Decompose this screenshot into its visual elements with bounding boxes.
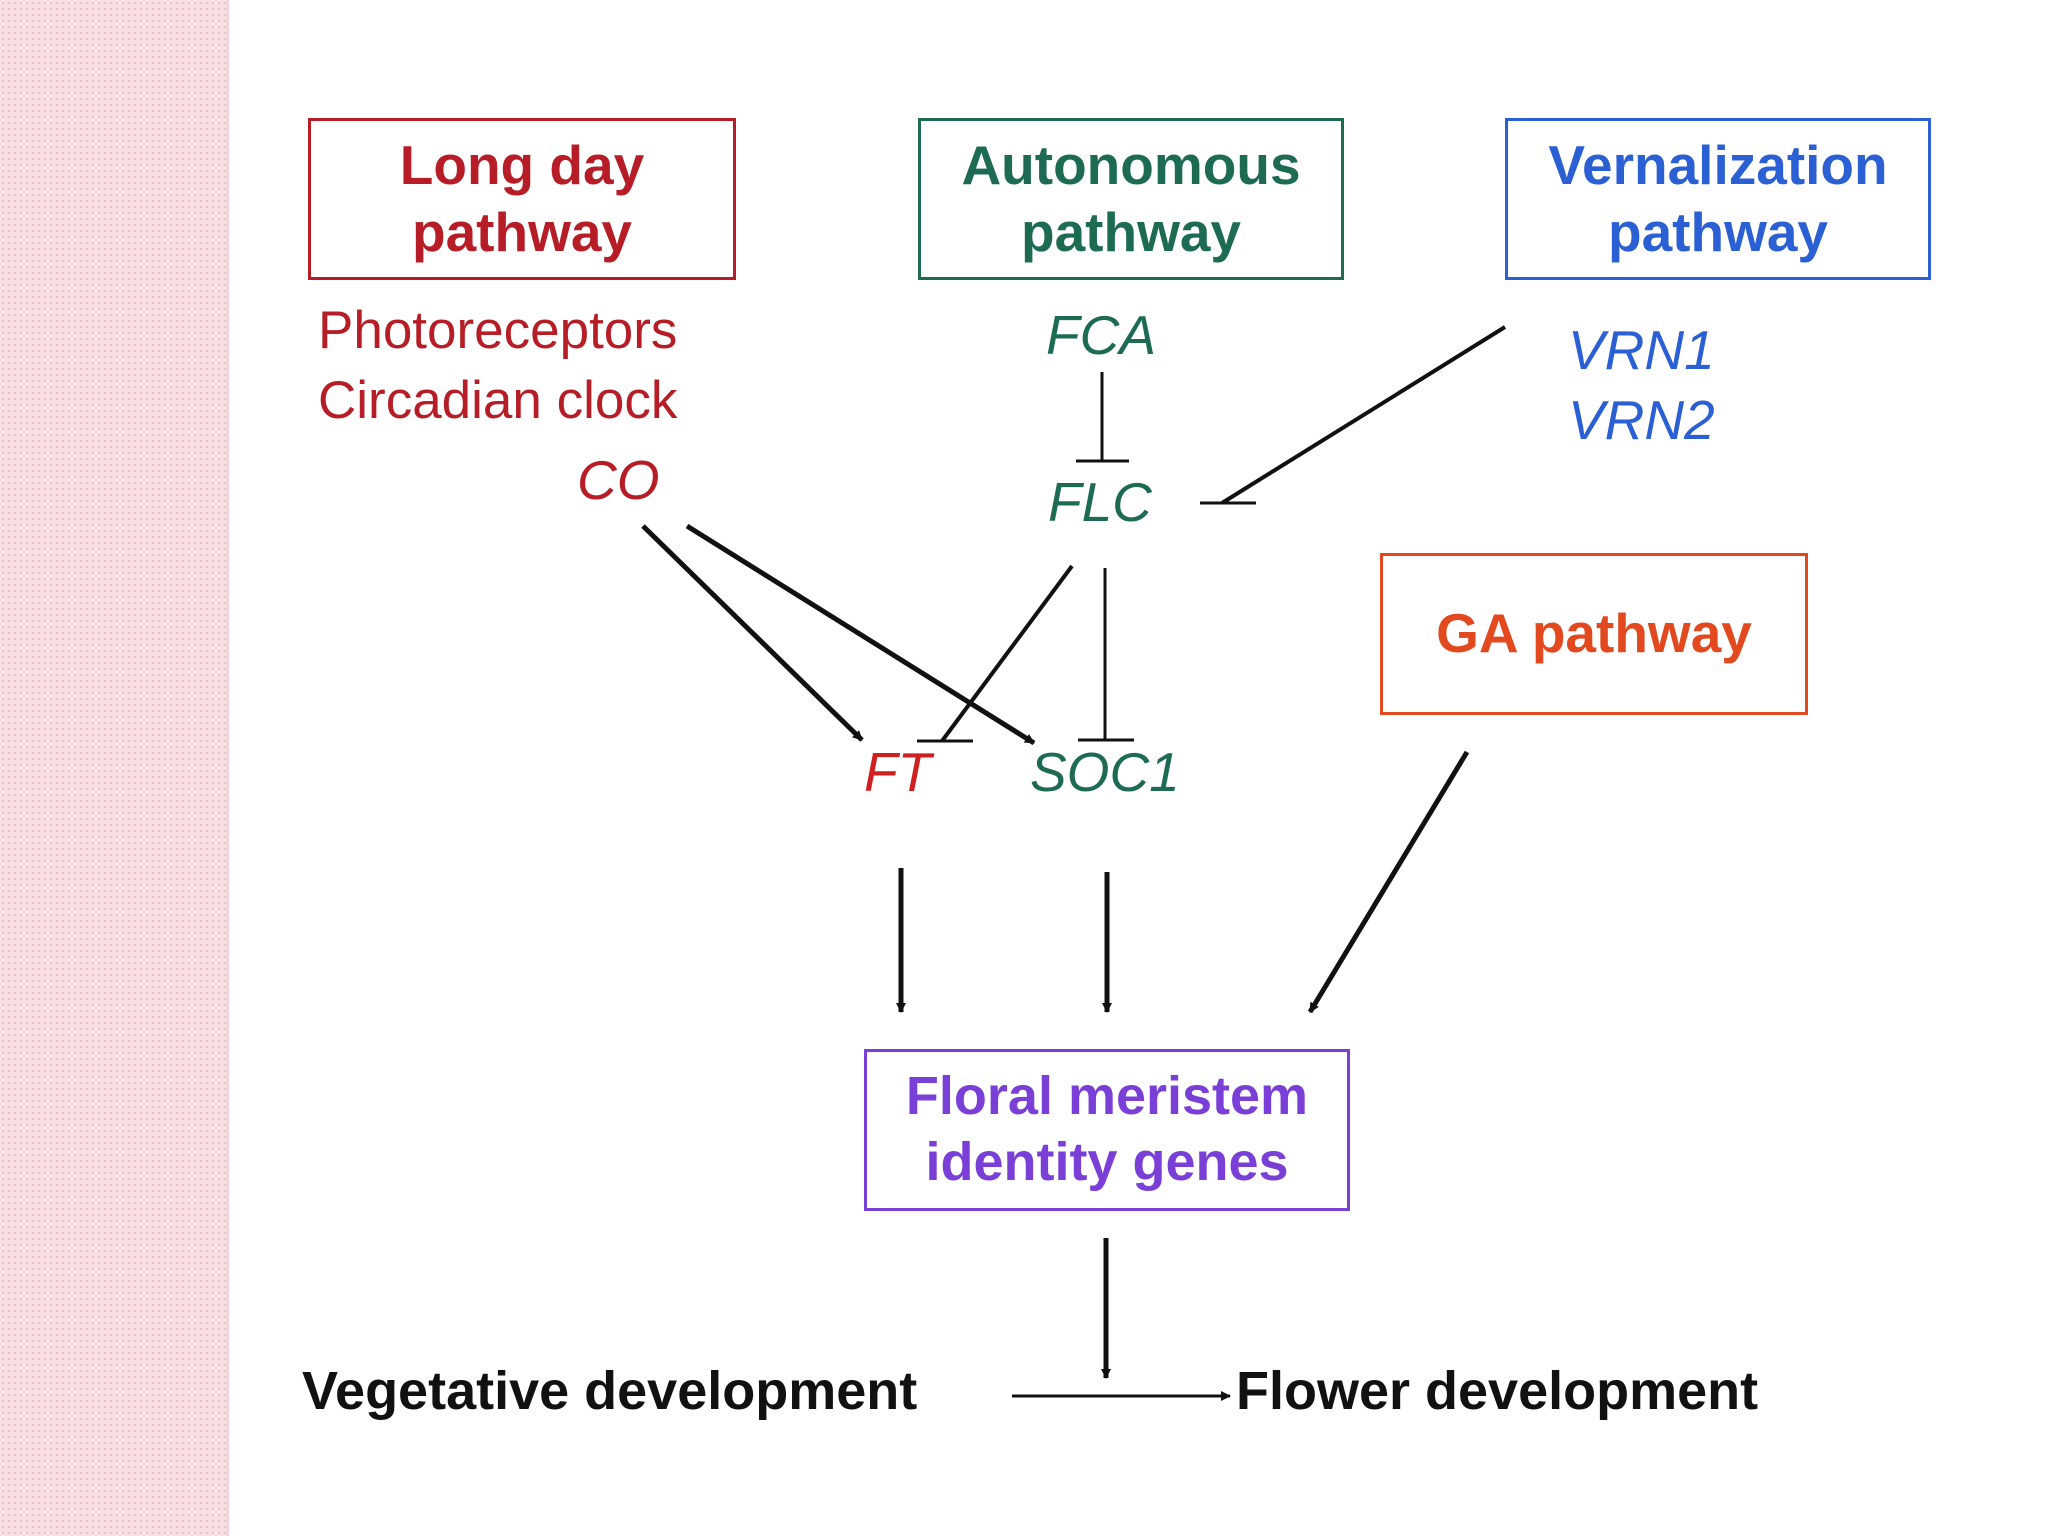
flc-gene-label: FLC (1048, 471, 1152, 533)
autonomous-pathway-box: Autonomous pathway (918, 118, 1344, 280)
photoreceptors-label: Photoreceptors (318, 301, 678, 360)
vernalization-pathway-title-line1: Vernalization (1548, 133, 1888, 196)
vegetative-development-label: Vegetative development (302, 1361, 918, 1421)
ga-pathway-box: GA pathway (1380, 553, 1808, 715)
flc-represses-ft-line (940, 564, 1074, 743)
circadian-clock-label: Circadian clock (318, 371, 678, 430)
ft-gene-label: FT (864, 741, 932, 803)
long-day-pathway-box: Long day pathway (308, 118, 736, 280)
flower-development-label: Flower development (1236, 1361, 1759, 1421)
ga-pathway-title: GA pathway (1436, 602, 1752, 665)
co-to-soc1-arrow (685, 523, 1036, 746)
floral-meristem-title-line2: identity genes (925, 1132, 1289, 1192)
side-strip-edge (227, 0, 229, 1536)
autonomous-pathway-title-line2: pathway (1020, 201, 1242, 263)
decorative-side-strip (0, 0, 227, 1536)
floral-meristem-title-line1: Floral meristem (905, 1066, 1309, 1127)
long-day-pathway-title-line2: pathway (411, 201, 633, 263)
vrn1-gene-label: VRN1 (1568, 319, 1715, 381)
vrn2-gene-label: VRN2 (1568, 389, 1715, 451)
ga-to-floral-meristem-arrow (1307, 750, 1470, 1014)
floral-meristem-identity-genes-box: Floral meristem identity genes (864, 1049, 1350, 1211)
long-day-pathway-title-line1: Long day (399, 133, 645, 196)
co-gene-label: CO (577, 449, 660, 511)
vernalization-represses-flc-line (1220, 325, 1507, 505)
co-to-ft-arrow (641, 524, 864, 742)
vernalization-pathway-box: Vernalization pathway (1505, 118, 1931, 280)
soc1-gene-label: SOC1 (1030, 741, 1180, 803)
autonomous-pathway-title-line1: Autonomous (961, 133, 1301, 196)
vernalization-pathway-title-line2: pathway (1607, 201, 1829, 263)
fca-gene-label: FCA (1046, 304, 1156, 366)
